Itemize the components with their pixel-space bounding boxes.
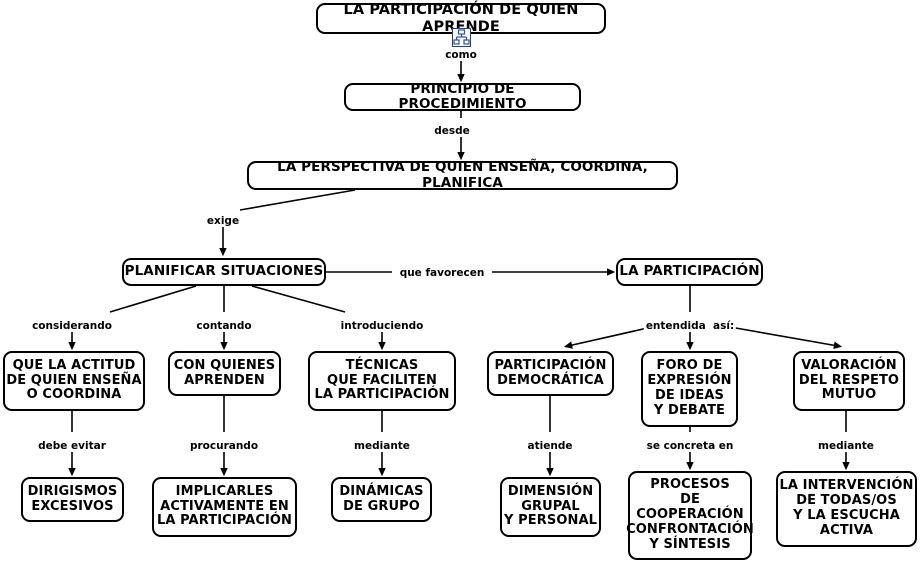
link-label-mediante-1: mediante	[352, 440, 412, 452]
link-label-desde: desde	[432, 125, 472, 137]
link-label-se-concreta-en: se concreta en	[644, 440, 736, 452]
link-label-atiende: atiende	[525, 440, 575, 452]
link-label-debe-evitar: debe evitar	[36, 440, 108, 452]
link-label-contando: contando	[194, 320, 254, 332]
node-tecnicas[interactable]: TÉCNICAS QUE FACILITEN LA PARTICIPACIÓN	[308, 351, 456, 411]
node-participacion[interactable]: LA PARTICIPACIÓN	[616, 258, 763, 286]
node-procesos[interactable]: PROCESOS DE COOPERACIÓN CONFRONTACIÓN Y …	[626, 471, 754, 560]
node-implicarles[interactable]: IMPLICARLES ACTIVAMENTE EN LA PARTICIPAC…	[152, 477, 297, 537]
node-principio[interactable]: PRINCIPIO DE PROCEDIMIENTO	[344, 81, 581, 112]
link-label-mediante-2: mediante	[816, 440, 876, 452]
node-dirigismos[interactable]: DIRIGISMOS EXCESIVOS	[21, 477, 124, 522]
link-label-como: como	[443, 49, 479, 61]
link-label-introduciendo: introduciendo	[338, 320, 426, 332]
link-label-considerando: considerando	[30, 320, 114, 332]
node-dimension[interactable]: DIMENSIÓN GRUPAL Y PERSONAL	[500, 477, 601, 537]
node-intervencion[interactable]: LA INTERVENCIÓN DE TODAS/OS Y LA ESCUCHA…	[776, 471, 917, 547]
link-label-procurando: procurando	[187, 440, 261, 452]
link-label-entendida-asi: entendida así:	[643, 320, 737, 332]
link-label-exige: exige	[204, 215, 242, 227]
node-democratica[interactable]: PARTICIPACIÓN DEMOCRÁTICA	[487, 351, 614, 396]
node-foro[interactable]: FORO DE EXPRESIÓN DE IDEAS Y DEBATE	[641, 351, 738, 427]
link-label-que-favorecen: que favorecen	[397, 267, 487, 279]
node-perspectiva[interactable]: LA PERSPECTIVA DE QUIEN ENSEÑA, COORDINA…	[247, 159, 678, 190]
node-planificar[interactable]: PLANIFICAR SITUACIONES	[122, 258, 326, 286]
node-quienes[interactable]: CON QUIENES APRENDEN	[168, 351, 281, 396]
node-dinamicas[interactable]: DINÁMICAS DE GRUPO	[331, 477, 432, 522]
node-actitud[interactable]: QUE LA ACTITUD DE QUIEN ENSEÑA O COORDIN…	[3, 351, 145, 411]
node-valoracion[interactable]: VALORACIÓN DEL RESPETO MUTUO	[793, 351, 905, 411]
concept-map-icon[interactable]	[452, 28, 471, 47]
